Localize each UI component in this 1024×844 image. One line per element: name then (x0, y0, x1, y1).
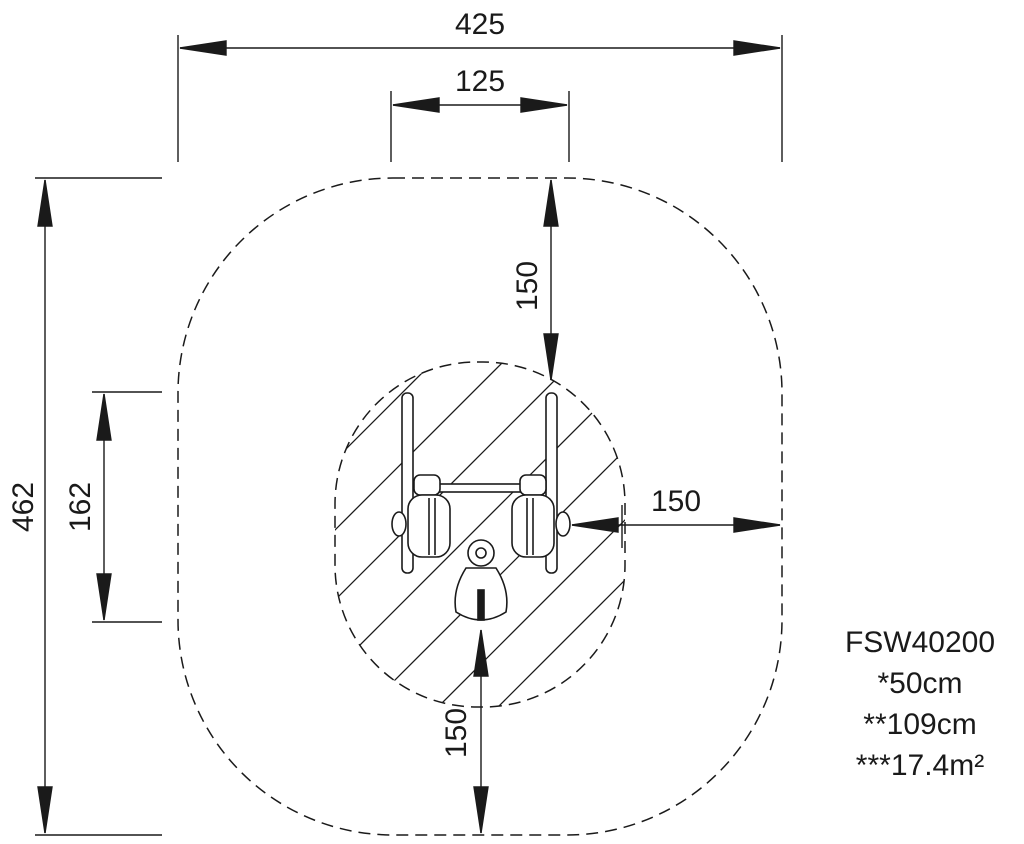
equipment-top-view (391, 392, 571, 621)
product-code: FSW40200 (844, 626, 996, 659)
dim-equipment-width-label: 125 (455, 65, 505, 98)
dimension-equipment-width (390, 91, 570, 162)
dimension-total-width (177, 35, 783, 162)
area-value: ***17.4m² (855, 749, 985, 782)
dim-clearance-side-label: 150 (651, 485, 701, 518)
dim-clearance-bottom-label: 150 (440, 708, 473, 758)
dim-total-depth-label: 462 (7, 482, 40, 532)
safety-zone-outline (177, 177, 783, 836)
fall-height-value: *50cm (877, 667, 963, 700)
dim-clearance-top-label: 150 (511, 261, 544, 311)
free-height-value: **109cm (863, 708, 977, 741)
dimension-total-depth (35, 177, 162, 836)
product-info-block: FSW40200 *50cm **109cm ***17.4m² (830, 622, 1010, 786)
dim-total-width-label: 425 (455, 8, 505, 41)
dimension-clearance-bottom (473, 629, 489, 834)
dimension-clearance-side (571, 505, 781, 548)
dimension-clearance-top (543, 179, 559, 381)
dim-equipment-depth-label: 162 (64, 482, 97, 532)
impact-area-outline (334, 361, 626, 708)
dimension-equipment-depth (92, 391, 162, 623)
